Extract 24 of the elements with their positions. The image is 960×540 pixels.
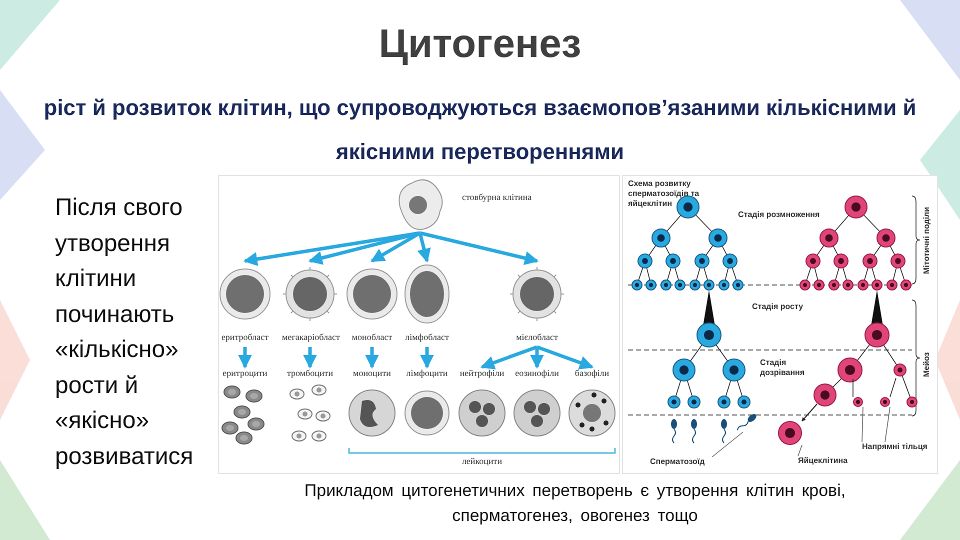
slide-title: Цитогенез [378, 22, 582, 67]
cell-label: стовбурна клітина [462, 192, 532, 202]
stage-label: Стадія дозрівання [760, 358, 806, 378]
stage-label: Стадія росту [752, 302, 804, 312]
cell-label: лімфоцити [405, 368, 449, 378]
scheme-title: Схема розвитку сперматозоїдів та яйцеклітин [628, 179, 700, 209]
division-label: Мейоз [922, 352, 932, 380]
division-label: Мітотичні поділи [922, 205, 932, 276]
subtitle: ріст й розвиток клітин, що супроводжуються взаємопов’язаними кількісними й якісними перетвореннями [42, 94, 918, 166]
cell-label: моноцити [352, 368, 392, 378]
stage-label: Стадія розмноження [738, 210, 820, 220]
cell-label: еритроцити [222, 368, 268, 378]
cell-label: мієлобласт [515, 332, 559, 342]
body-text: Після свого утворення клітини починають «кількісно» рости й «якісно» розвиватися [55, 193, 194, 472]
cell-label: базофіли [574, 368, 610, 378]
cell-label: лімфобласт [404, 332, 450, 342]
cell-label: еритробласт [220, 332, 270, 342]
caption: Прикладом цитогенетичних перетворень є утворення клітин крові, сперматогенез, овогенез тощо [303, 480, 847, 527]
group-label: лейкоцити [460, 456, 504, 466]
cell-label: монобласт [350, 332, 394, 342]
cell-label: мегакаріобласт [282, 332, 338, 342]
cell-label: нейтрофіли [458, 368, 506, 378]
cell-label: еозинофіли [514, 368, 560, 378]
cell-label: тромбоцити [286, 368, 334, 378]
